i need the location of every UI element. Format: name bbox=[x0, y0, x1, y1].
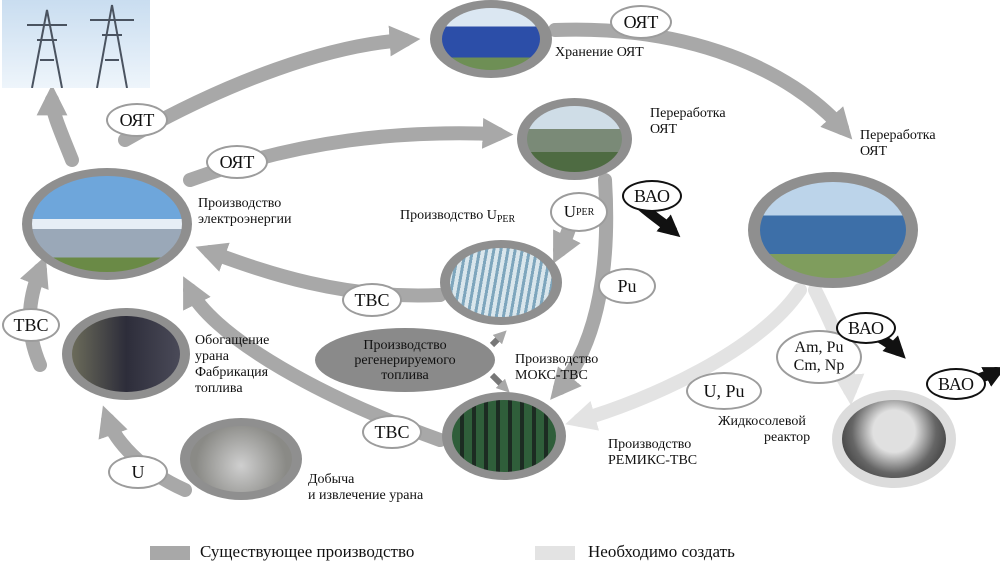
cm-np-text: Cm, Np bbox=[793, 357, 845, 374]
arrow-fuel-to-power bbox=[195, 242, 447, 303]
legend-existing-text: Существующее производство bbox=[200, 542, 415, 561]
arrow-storage-to-right-reprocess bbox=[548, 22, 853, 140]
power-label-2: электроэнергии bbox=[198, 212, 292, 227]
right-reprocessing-plant-image bbox=[760, 182, 906, 278]
enrichment-plant-image bbox=[72, 316, 180, 392]
reprocessing-plant-image bbox=[527, 106, 622, 172]
uper-production-label: Производство UPER bbox=[400, 208, 516, 225]
remiks-label-2: РЕМИКС-ТВС bbox=[608, 453, 698, 468]
reactor-image bbox=[842, 400, 946, 478]
enrichment-label-1: Обогащение bbox=[195, 333, 270, 348]
regen-label-2: регенерируемого bbox=[354, 353, 456, 368]
flow-label-vao-1: ВАО bbox=[622, 180, 682, 212]
pylon-icon bbox=[27, 4, 134, 88]
arrow-regen-down bbox=[489, 372, 510, 393]
mining-label-1: Добыча bbox=[308, 472, 355, 487]
power-plant-image bbox=[32, 176, 182, 272]
mining-label-2: и извлечение урана bbox=[308, 488, 424, 503]
flow-label-oyat-2: ОЯТ bbox=[610, 5, 672, 39]
flow-label-vao-2: ВАО bbox=[836, 312, 896, 344]
power-line-towers-image bbox=[2, 0, 150, 88]
regen-label-1: Производство bbox=[363, 338, 447, 353]
enrichment-label-4: топлива bbox=[195, 381, 243, 396]
regen-label-3: топлива bbox=[381, 368, 429, 383]
reactor-label-2: реактор bbox=[764, 430, 811, 445]
remiks-label-1: Производство bbox=[608, 437, 692, 452]
legend-needed-text: Необходимо создать bbox=[588, 542, 735, 561]
flow-label-vao-3: ВАО bbox=[926, 368, 986, 400]
flow-label-tvs-1: ТВС bbox=[342, 283, 402, 317]
flow-label-oyat-3: ОЯТ bbox=[206, 145, 268, 179]
flow-label-oyat-1: ОЯТ bbox=[106, 103, 168, 137]
flow-label-u: U bbox=[108, 455, 168, 489]
am-pu-text: Am, Pu bbox=[794, 339, 844, 356]
reprocess-right-label-2: ОЯТ bbox=[860, 144, 887, 159]
fuel-assembly-image bbox=[450, 248, 552, 317]
reprocess-right-label-1: Переработка bbox=[860, 128, 936, 143]
flow-label-tvs-3: ТВС bbox=[362, 415, 422, 449]
flow-label-pu: Pu bbox=[598, 268, 656, 304]
arrow-power-to-storage bbox=[118, 25, 421, 147]
flow-label-tvs-2: ТВС bbox=[2, 308, 60, 342]
arrow-regen-up bbox=[489, 330, 507, 348]
mining-site-image bbox=[190, 426, 292, 492]
storage-label: Хранение ОЯТ bbox=[555, 45, 644, 60]
reprocess-center-label-2: ОЯТ bbox=[650, 122, 677, 137]
moks-label-2: МОКС-ТВС bbox=[515, 368, 588, 383]
arrow-right-reprocess-to-remiks bbox=[565, 283, 807, 431]
moks-label-1: Производство bbox=[515, 352, 599, 367]
enrichment-label-2: урана bbox=[195, 349, 229, 364]
legend-existing-swatch bbox=[150, 546, 190, 560]
arrow-power-to-grid bbox=[36, 84, 79, 167]
regen-fuel-ellipse bbox=[315, 328, 495, 392]
reprocess-center-label-1: Переработка bbox=[650, 106, 726, 121]
reactor-label-1: Жидкосолевой bbox=[718, 414, 806, 429]
arrow-mining-to-enrich bbox=[98, 405, 192, 497]
power-label-1: Производство bbox=[198, 196, 282, 211]
moks-fabrication-image bbox=[452, 400, 556, 472]
storage-facility-image bbox=[442, 8, 540, 70]
enrichment-label-3: Фабрикация bbox=[195, 365, 269, 380]
flow-label-u-pu: U, Pu bbox=[686, 372, 762, 410]
legend-needed-swatch bbox=[535, 546, 575, 560]
